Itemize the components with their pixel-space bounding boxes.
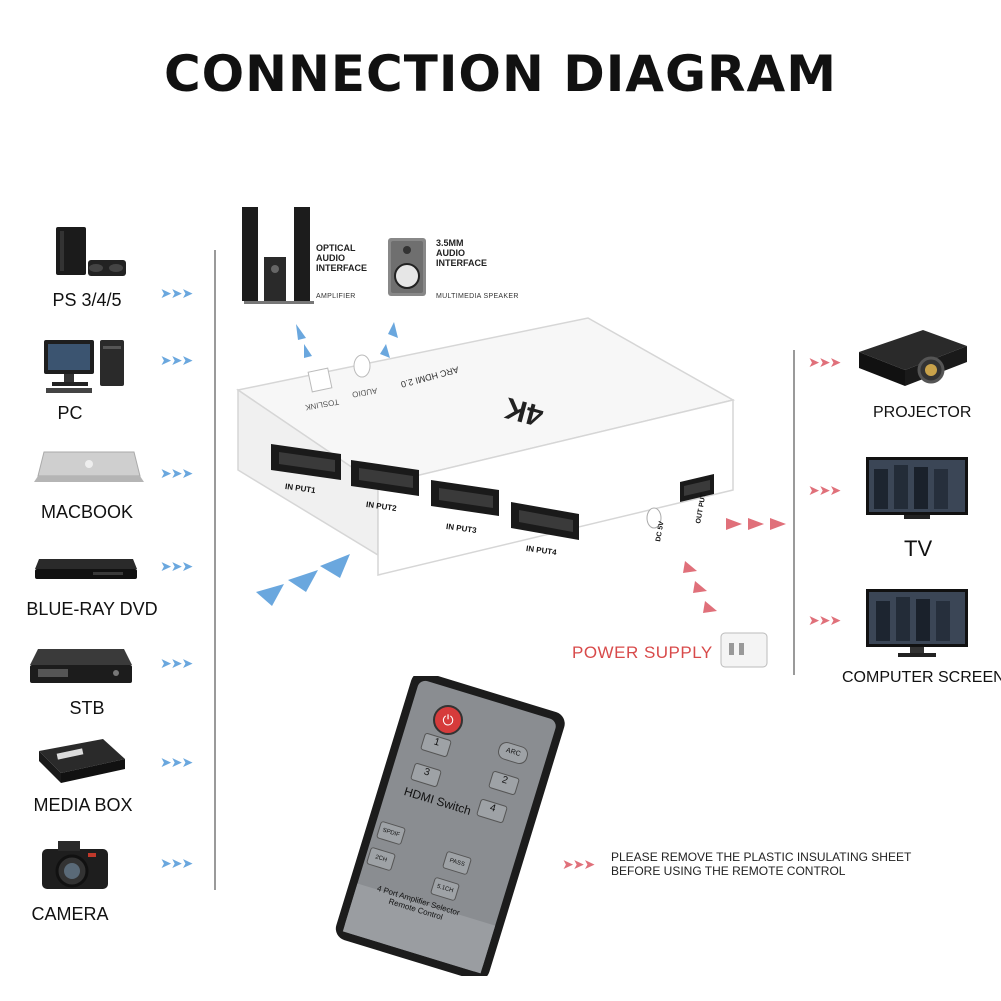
stb-icon	[30, 649, 132, 683]
dc-jack[interactable]	[646, 507, 662, 529]
power-adapter-icon	[720, 632, 768, 668]
source-label-media-box: MEDIA BOX	[33, 795, 133, 815]
output-bus-line	[793, 350, 795, 675]
source-bus-line	[214, 250, 216, 890]
arrow-source-media-box: ➤➤➤	[160, 754, 193, 770]
projector-icon	[859, 330, 967, 386]
hdmi-output-port[interactable]	[680, 474, 714, 502]
hdmi-port-2[interactable]	[351, 460, 419, 496]
optical-audio-label: OPTICAL AUDIO INTERFACE	[316, 243, 367, 273]
mm-audio-label: 3.5MM AUDIO INTERFACE	[436, 238, 487, 268]
source-label-macbook: MACBOOK	[40, 502, 133, 522]
playstation-icon	[56, 227, 126, 276]
arrow-source-stb: ➤➤➤	[160, 655, 193, 671]
source-label-stb: STB	[69, 698, 105, 718]
arrow-output-tv: ➤➤➤	[808, 482, 841, 498]
camera-icon	[42, 841, 108, 889]
source-label-pc: PC	[57, 403, 83, 423]
mm-label-line2: AUDIO	[436, 248, 465, 258]
computer-screen-icon	[866, 589, 968, 657]
remote-control: ⏻ 1 3 2 4 ARC HDMI Switch SPDIF 2CH 5.1C…	[318, 676, 568, 976]
media-box-icon	[39, 739, 125, 783]
arrow-source-ps: ➤➤➤	[160, 285, 193, 301]
power-supply-label: POWER SUPPLY	[572, 643, 713, 662]
optical-label-line3: INTERFACE	[316, 263, 368, 273]
hdmi-switch-device	[236, 317, 736, 576]
speaker-label: MULTIMEDIA SPEAKER	[436, 293, 519, 300]
power-flow-arrows	[683, 561, 717, 613]
output-label-tv: TV	[904, 536, 933, 561]
output-label-projector: PROJECTOR	[873, 404, 972, 421]
arrow-source-macbook: ➤➤➤	[160, 465, 193, 481]
macbook-icon	[34, 451, 144, 482]
page-title: CONNECTION DIAGRAM	[163, 45, 837, 103]
output-label-computer-screen: COMPUTER SCREEN	[842, 669, 1001, 686]
optical-label-line2: AUDIO	[316, 253, 345, 263]
arrow-output-computer-screen: ➤➤➤	[808, 612, 841, 628]
power-button[interactable]: ⏻	[433, 705, 463, 735]
output-port-area	[646, 474, 714, 529]
amplifier-icon	[242, 207, 314, 304]
output-flow-arrows	[726, 518, 786, 530]
tv-icon	[866, 457, 968, 519]
source-label-camera: CAMERA	[31, 904, 109, 924]
hdmi-port-1[interactable]	[271, 444, 341, 480]
hdmi-port-3[interactable]	[431, 480, 499, 516]
remote-note-line2: BEFORE USING THE REMOTE CONTROL	[611, 864, 846, 878]
arrow-source-pc: ➤➤➤	[160, 352, 193, 368]
arrow-source-camera: ➤➤➤	[160, 855, 193, 871]
remote-note-line1: PLEASE REMOVE THE PLASTIC INSULATING SHE…	[611, 850, 912, 864]
mm-label-line1: 3.5MM	[436, 238, 464, 248]
optical-label-line1: OPTICAL	[316, 243, 356, 253]
arrow-source-bluray: ➤➤➤	[160, 558, 193, 574]
source-label-ps: PS 3/4/5	[52, 290, 122, 310]
arrow-to-speaker	[380, 322, 398, 358]
input-flow-arrows	[256, 554, 350, 606]
note-arrow: ➤➤➤	[562, 856, 595, 872]
remote-note: PLEASE REMOVE THE PLASTIC INSULATING SHE…	[611, 850, 911, 878]
speaker-icon	[388, 238, 426, 296]
arrow-to-amplifier	[296, 324, 312, 358]
mm-label-line3: INTERFACE	[436, 258, 488, 268]
arrow-output-projector: ➤➤➤	[808, 354, 841, 370]
hdmi-port-row	[271, 444, 579, 540]
hdmi-port-4[interactable]	[511, 502, 579, 540]
bluray-player-icon	[35, 559, 137, 579]
source-label-bluray: BLUE-RAY DVD	[26, 599, 158, 619]
amplifier-label: AMPLIFIER	[316, 293, 356, 300]
pc-icon	[44, 340, 124, 393]
